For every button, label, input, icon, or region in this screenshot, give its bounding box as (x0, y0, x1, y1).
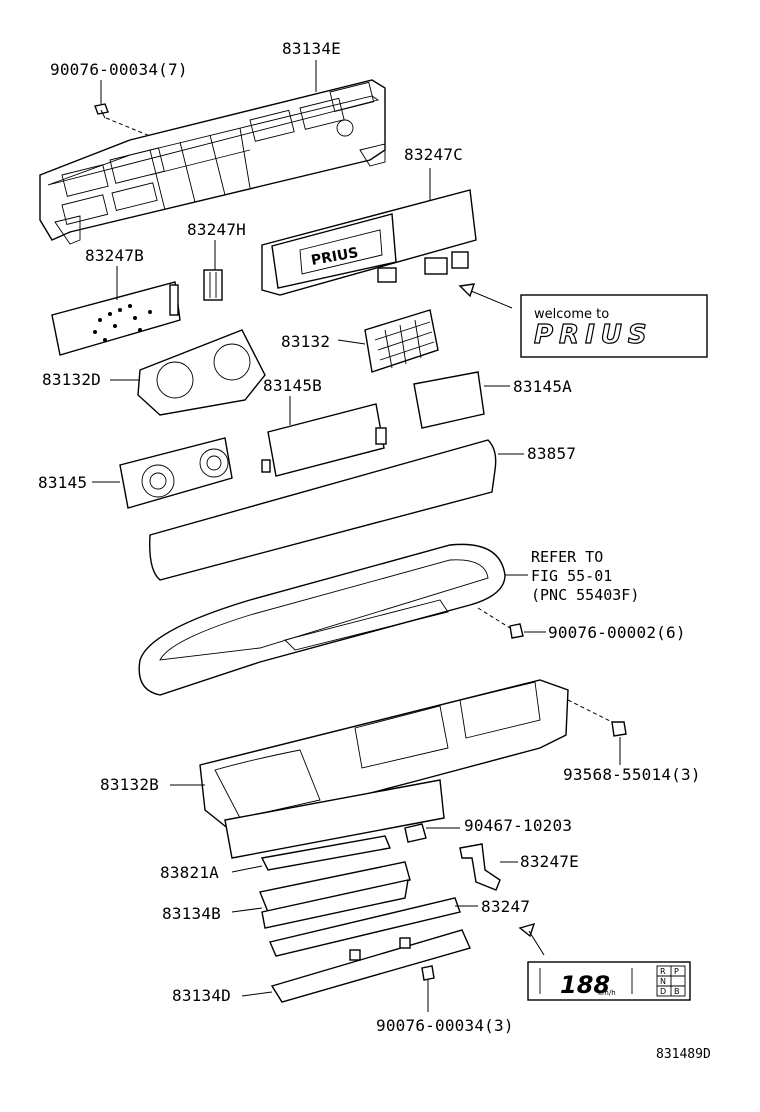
label-83132: 83132 (281, 332, 331, 351)
gear-d: D (660, 987, 666, 996)
drawing-id: 831489D (656, 1047, 711, 1062)
part-83134B (231, 861, 411, 929)
screw-90076-00034-7 (94, 80, 151, 137)
part-83134E-frame (39, 79, 386, 245)
part-83134D (241, 929, 471, 1003)
label-83247: 83247 (481, 897, 531, 916)
gear-n: N (660, 977, 666, 986)
part-83821A (231, 835, 391, 873)
label-83145: 83145 (38, 473, 88, 492)
inset-welcome-text: welcome to (534, 307, 609, 322)
part-83145A-plate (413, 371, 510, 429)
label-83145B: 83145B (263, 376, 322, 395)
part-83132D-bracket (110, 329, 266, 416)
meter-display-inset: 188 km/h R P N D B (527, 961, 691, 1001)
part-cluster-lens-housing (138, 543, 528, 696)
gear-r: R (660, 967, 666, 976)
inset-brand-text: PRIUS (534, 320, 653, 350)
label-90076-00034-3: 90076-00034(3) (376, 1016, 514, 1035)
part-90467-10203-clip (404, 823, 460, 843)
label-83132D: 83132D (42, 370, 101, 389)
part-83145B-board (261, 396, 387, 477)
label-83247H: 83247H (187, 220, 246, 239)
label-83247E: 83247E (520, 852, 579, 871)
label-90076-00034-7: 90076-00034(7) (50, 60, 188, 79)
part-83247C-display-board: PRIUS (261, 168, 477, 296)
part-83857-film (149, 439, 524, 581)
gear-p: P (674, 967, 679, 976)
label-93568-55014-3: 93568-55014(3) (563, 765, 701, 784)
label-83247C: 83247C (404, 145, 463, 164)
part-lower-board (224, 779, 445, 859)
label-83134B: 83134B (162, 904, 221, 923)
gear-b: B (674, 987, 680, 996)
label-83134D: 83134D (172, 986, 231, 1005)
meter-speed-text: 188 (560, 971, 610, 999)
refer-to-note-line2: FIG 55-01 (531, 567, 613, 585)
label-83247B: 83247B (85, 246, 144, 265)
meter-unit-text: km/h (598, 989, 616, 997)
label-90076-00002-6: 90076-00002(6) (548, 623, 686, 642)
part-83132B-housing (170, 679, 569, 831)
part-83247E-ribbon (459, 843, 518, 891)
label-83132B: 83132B (100, 775, 159, 794)
label-83857: 83857 (527, 444, 577, 463)
label-83134E: 83134E (282, 39, 341, 58)
welcome-display-inset: welcome to PRIUS (458, 283, 708, 358)
screw-90076-00002-6 (477, 607, 546, 639)
part-83247B-circuit-board (51, 266, 181, 356)
part-83132-grid (337, 309, 439, 373)
part-83145-gauge-plate (92, 437, 233, 509)
screw-93568-55014-3 (567, 699, 627, 765)
refer-to-note-line1: REFER TO (531, 548, 604, 566)
screw-90076-00034-3 (421, 965, 435, 1012)
arrow-to-meter-inset (518, 922, 545, 956)
refer-to-note-line3: (PNC 55403F) (531, 586, 640, 604)
label-83821A: 83821A (160, 863, 219, 882)
label-90467-10203: 90467-10203 (464, 816, 573, 835)
part-83247-board (269, 897, 478, 957)
part-83247H-connector (203, 240, 223, 301)
label-83145A: 83145A (513, 377, 572, 396)
